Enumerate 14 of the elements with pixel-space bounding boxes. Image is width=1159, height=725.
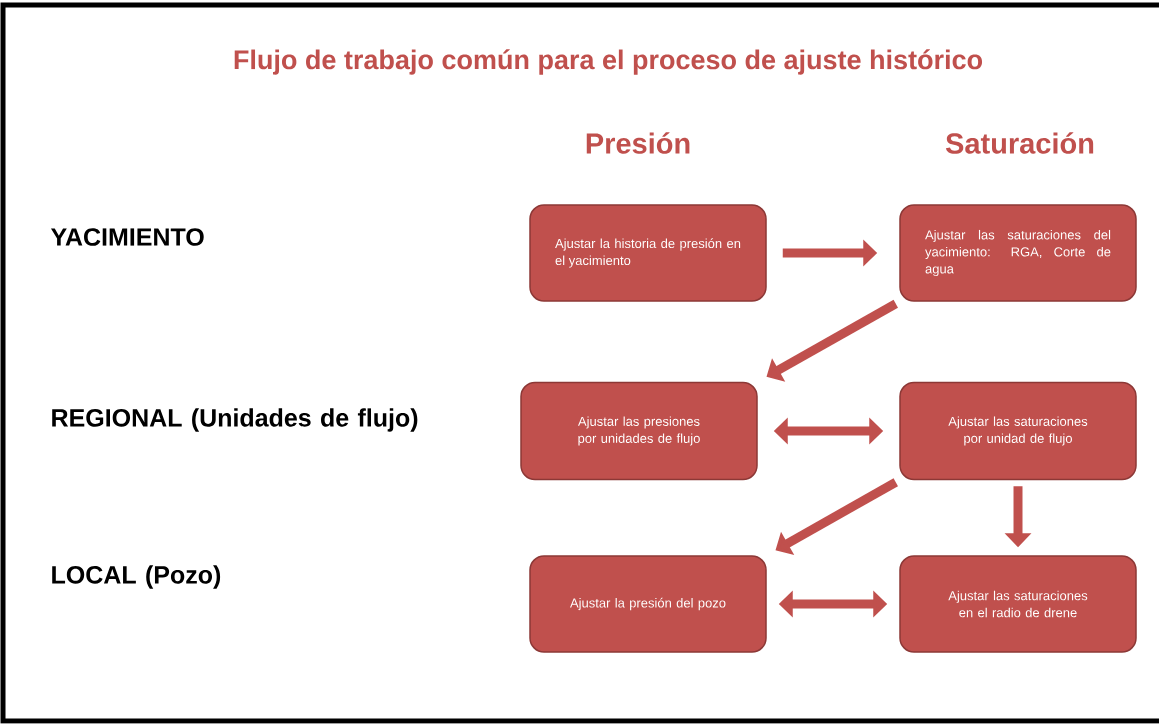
row-label: YACIMIENTO bbox=[50, 228, 204, 246]
row-label: REGIONAL (Unidades de flujo) bbox=[52, 408, 418, 432]
process-box: Ajustar la presión del pozo bbox=[529, 555, 767, 653]
arrow bbox=[766, 299, 898, 382]
column-heading: Saturación bbox=[945, 132, 1094, 154]
column-heading: Presión bbox=[586, 132, 690, 154]
process-box: Ajustar las saturaciones del yacimiento: RGA, Corte de agua bbox=[899, 204, 1137, 302]
process-box: Ajustar las saturaciones en el radio de drene bbox=[899, 555, 1137, 653]
row-label: LOCAL (Pozo) bbox=[52, 565, 221, 589]
process-box: Ajustar las presiones por unidades de flujo bbox=[520, 381, 758, 481]
process-box: Ajustar la historia de presión en el yacimiento bbox=[529, 204, 767, 302]
process-box: Ajustar las saturaciones por unidad de flujo bbox=[899, 381, 1137, 481]
title: Flujo de trabajo común para el proceso de ajuste histórico bbox=[234, 49, 983, 75]
arrow bbox=[775, 478, 898, 556]
